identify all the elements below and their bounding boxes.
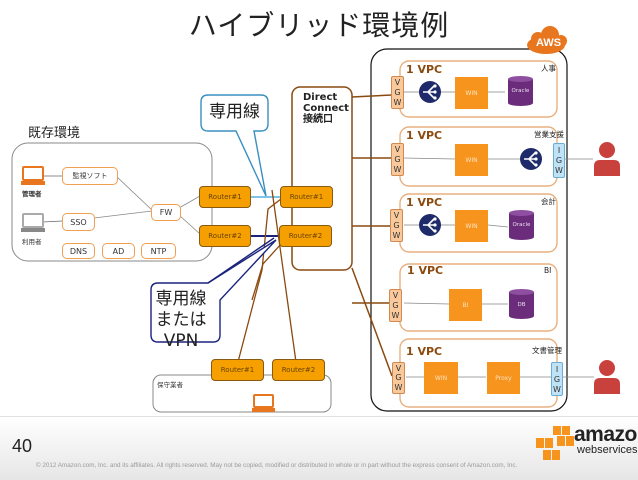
database-icon	[509, 210, 534, 240]
firewall: FW	[151, 204, 181, 221]
aws-badge: AWS	[536, 37, 562, 49]
ad-service: AD	[102, 243, 135, 259]
onprem-router-2: Router#2	[199, 225, 251, 247]
page-number: 40	[12, 436, 33, 456]
db-label: DB	[517, 302, 526, 308]
vpc-title: 1 VPC	[406, 196, 443, 209]
person-icon	[594, 142, 620, 176]
dc-router-2: Router#2	[279, 225, 332, 247]
aws-logo-boxes-icon	[536, 426, 574, 460]
copyright-notice: © 2012 Amazon.com, Inc. and its affiliat…	[36, 462, 518, 469]
dns-service: DNS	[62, 243, 95, 259]
vpc-name: BI	[544, 266, 552, 275]
elb-icon	[419, 81, 441, 103]
admin-computer-icon	[21, 166, 45, 185]
vpc-name: 人事	[541, 64, 556, 73]
monitoring-software: 監視ソフト	[62, 167, 118, 185]
aws-boundary	[370, 48, 568, 412]
database-icon	[508, 76, 533, 106]
person-icon	[594, 360, 620, 394]
database-icon	[509, 289, 534, 319]
vpc-name: 会計	[541, 197, 556, 206]
admin-label: 管理者	[22, 190, 42, 198]
aws-logo-amazon: amazon	[574, 423, 638, 446]
aws-cloud-icon	[527, 26, 567, 54]
instance-win: WIN	[455, 144, 488, 176]
vpc-name: 営業支援	[534, 130, 564, 139]
callout-dedicated-shape	[200, 94, 269, 197]
maintenance-router-2: Router#2	[272, 359, 325, 381]
vpc-name: 文書管理	[532, 346, 562, 355]
slide-title: ハイブリッド環境例	[188, 9, 450, 42]
callout-vpn-shape	[150, 239, 277, 343]
user-computer-icon	[21, 213, 45, 232]
db-label: Oracle	[512, 222, 531, 228]
maintenance-router-1: Router#1	[211, 359, 264, 381]
instance-win: WIN	[424, 362, 458, 394]
onprem-router-1: Router#1	[199, 186, 251, 208]
vpc-title: 1 VPC	[406, 63, 443, 76]
footer-bar	[0, 416, 638, 480]
instance-proxy: Proxy	[487, 362, 520, 394]
vpc-title: 1 VPC	[406, 129, 443, 142]
maintenance-label: 保守業者	[157, 381, 183, 389]
callout-dedicated-line: 専用線	[209, 102, 260, 122]
direct-connect-label: Direct Connect 接続口	[303, 92, 349, 125]
callout-dedicated-or-vpn: 専用線 または VPN	[155, 289, 207, 351]
elb-icon	[419, 214, 441, 236]
vpc-title: 1 VPC	[406, 345, 443, 358]
ntp-service: NTP	[141, 243, 176, 259]
instance-win: WIN	[455, 210, 488, 242]
aws-logo-webservices: webservices	[577, 444, 638, 456]
onprem-label: 既存環境	[28, 126, 81, 141]
maintenance-computer-icon	[252, 394, 275, 412]
db-label: Oracle	[511, 88, 530, 94]
elb-icon	[520, 148, 542, 170]
user-label: 利用者	[22, 238, 42, 246]
dc-router-1: Router#1	[280, 186, 333, 208]
instance-bi: BI	[449, 289, 482, 321]
instance-win: WIN	[455, 77, 488, 109]
direct-connect-box	[291, 86, 353, 271]
vpc-title: 1 VPC	[407, 264, 444, 277]
sso-service: SSO	[62, 213, 95, 231]
